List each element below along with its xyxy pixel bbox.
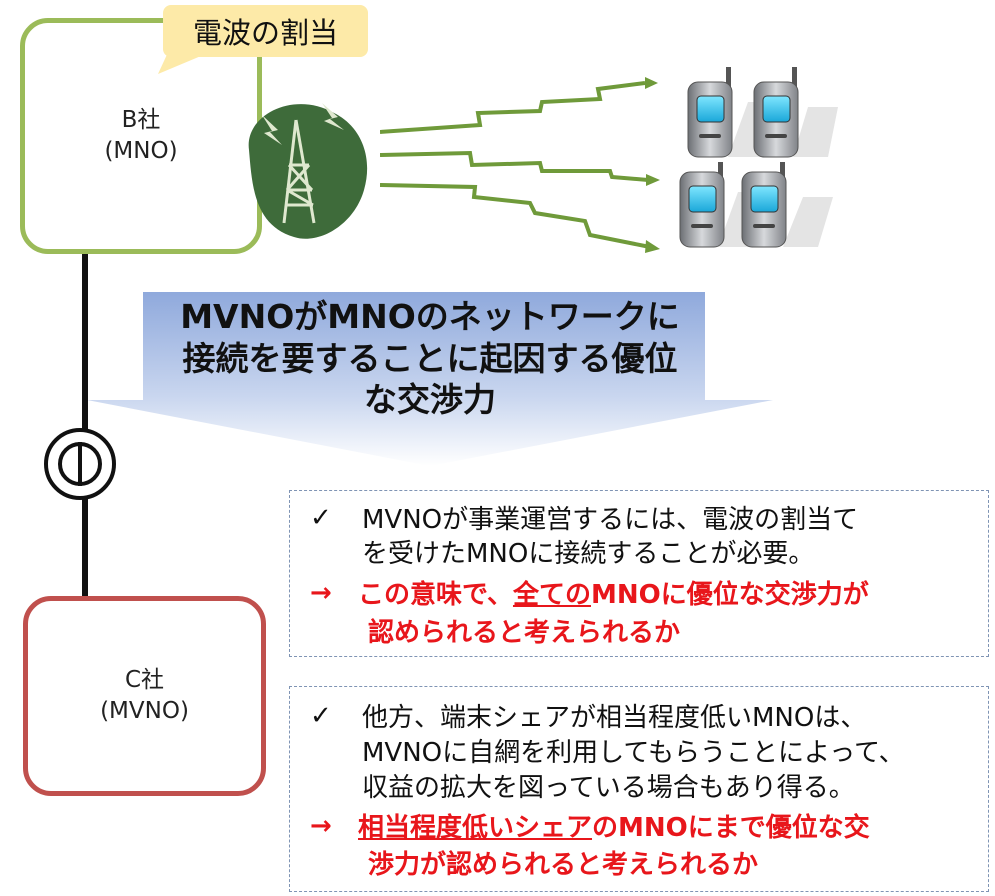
- note1-line1: MVNOが事業運営するには、電波の割当て: [362, 505, 859, 535]
- note1-line2: を受けたMNOに接続することが必要。: [362, 539, 815, 569]
- note-box-2: ✓ 他方、端末シェアが相当程度低いMNOは、 MVNOに自網を利用してもらうこと…: [289, 686, 989, 892]
- note2-question-line2: 渉力が認められると考えられるか: [368, 850, 759, 880]
- emphasis-all: 全ての: [512, 580, 591, 610]
- right-arrow-icon: →: [310, 811, 332, 841]
- company-c-type: (MVNO): [100, 698, 189, 724]
- spectrum-allocation-callout: 電波の割当: [163, 5, 368, 57]
- note-box-1: ✓ MVNOが事業運営するには、電波の割当て を受けたMNOに接続することが必要…: [289, 490, 989, 657]
- radio-wave-icon: [380, 77, 660, 253]
- note2-question-line1: 相当程度低いシェアのMNOにまで優位な交: [358, 813, 870, 843]
- company-b-name: B社: [121, 106, 161, 133]
- interconnection-point-icon: [44, 428, 116, 500]
- arrow-text-line2: 接続を要することに起因する優位: [182, 338, 678, 378]
- note1-question-line1: この意味で、全てのMNOに優位な交渉力が: [358, 580, 869, 610]
- emphasis-low-share: 相当程度低いシェア: [358, 813, 593, 843]
- arrow-text-line3: な交渉力: [364, 380, 496, 420]
- right-arrow-icon: →: [310, 578, 332, 608]
- note2-line1: 他方、端末シェアが相当程度低いMNOは、: [362, 703, 867, 733]
- note2-line3: 収益の拡大を図っている場合もあり得る。: [362, 773, 855, 803]
- connection-line: [82, 247, 88, 598]
- company-b-type: (MNO): [104, 138, 178, 164]
- note2-line2: MVNOに自網を利用してもらうことによって、: [362, 738, 905, 768]
- radio-tower-icon: [248, 103, 368, 239]
- checkmark-icon: ✓: [310, 701, 332, 731]
- note1-question-line2: 認められると考えられるか: [368, 618, 681, 648]
- mobile-phone-icon: [741, 162, 833, 248]
- negotiation-power-label: MVNOがMNOのネットワークに 接続を要することに起因する優位 な交渉力: [150, 296, 710, 421]
- mobile-phone-icon: [753, 67, 838, 158]
- company-b-box: B社 (MNO): [20, 18, 262, 254]
- checkmark-icon: ✓: [310, 503, 332, 533]
- arrow-text-line1: MVNOがMNOのネットワークに: [180, 297, 680, 336]
- company-c-name: C社: [124, 666, 165, 693]
- company-c-box: C社 (MVNO): [23, 596, 266, 796]
- mobile-phones-icon: [679, 67, 838, 248]
- meter-bar: [78, 442, 82, 486]
